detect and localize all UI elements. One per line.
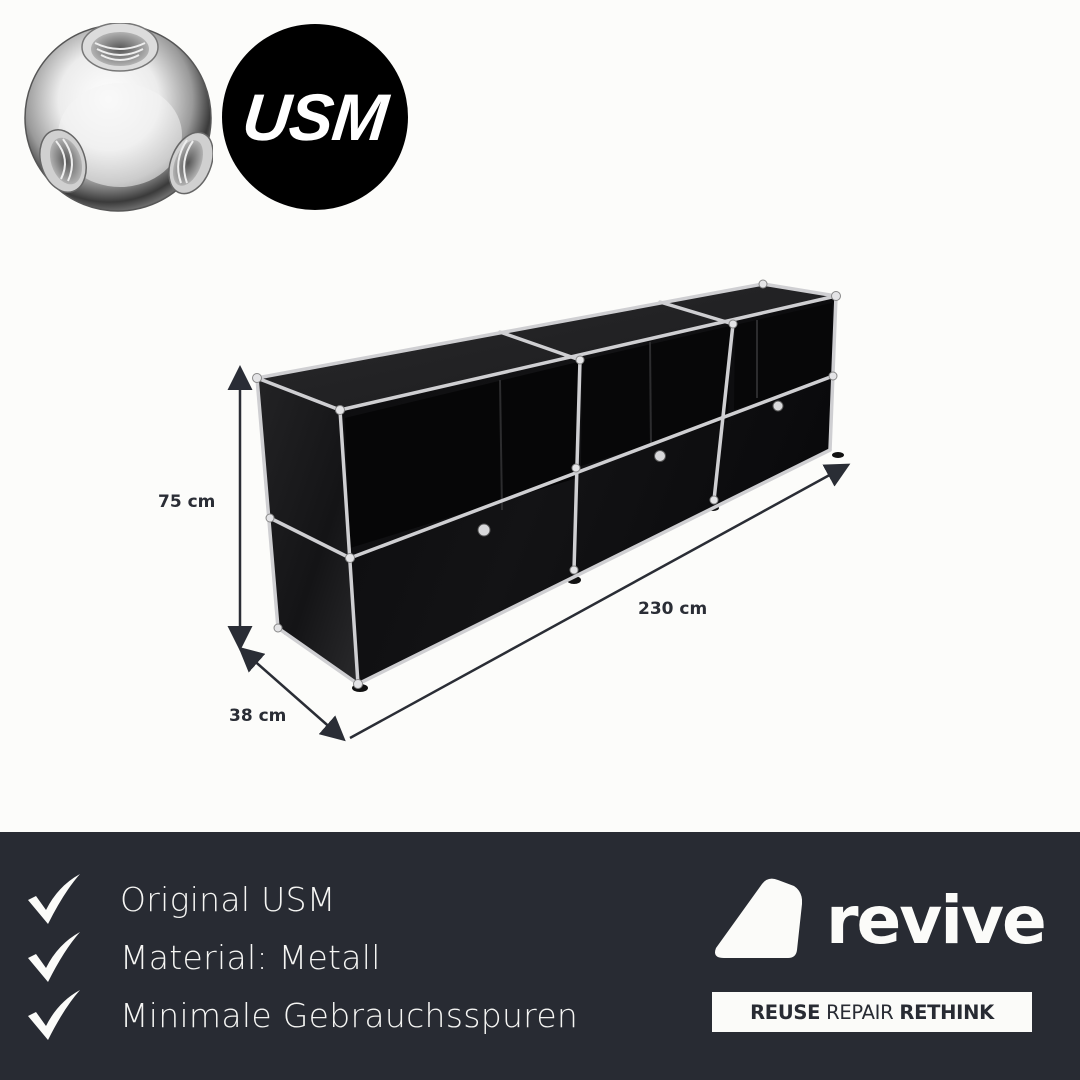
feature-label: Original USM — [120, 879, 336, 919]
usm-connector-ball-icon — [24, 23, 213, 212]
feature-item: Minimale Gebrauchsspuren — [24, 986, 578, 1044]
tagline-box: REUSE REPAIR RETHINK — [712, 992, 1032, 1032]
usm-logo-badge: USM — [222, 24, 408, 210]
product-image-area: USM — [24, 23, 851, 742]
feature-list: Original USM Material: Metall Minimale G… — [24, 870, 578, 1044]
depth-dimension-label: 38 cm — [229, 706, 287, 726]
door-lock-icon — [477, 400, 784, 537]
checkmark-icon — [28, 990, 80, 1040]
height-dimension-label: 75 cm — [158, 492, 216, 512]
checkmark-icon — [28, 932, 80, 982]
tagline-repair: REPAIR — [826, 1000, 894, 1024]
feature-item: Original USM — [24, 870, 578, 928]
footer-banner — [0, 832, 1080, 1080]
revive-wordmark: revive — [826, 882, 1047, 959]
feature-label: Minimale Gebrauchsspuren — [120, 995, 579, 1035]
tagline-reuse: REUSE — [750, 1000, 821, 1024]
feature-item: Material: Metall — [24, 928, 578, 986]
sideboard-illustration — [227, 279, 851, 742]
tagline-rethink: RETHINK — [899, 1000, 994, 1024]
width-dimension-label: 230 cm — [638, 599, 708, 619]
revive-logo-mark-icon — [715, 878, 802, 958]
checkmark-icon — [28, 874, 80, 924]
feature-label: Material: Metall — [120, 937, 381, 977]
